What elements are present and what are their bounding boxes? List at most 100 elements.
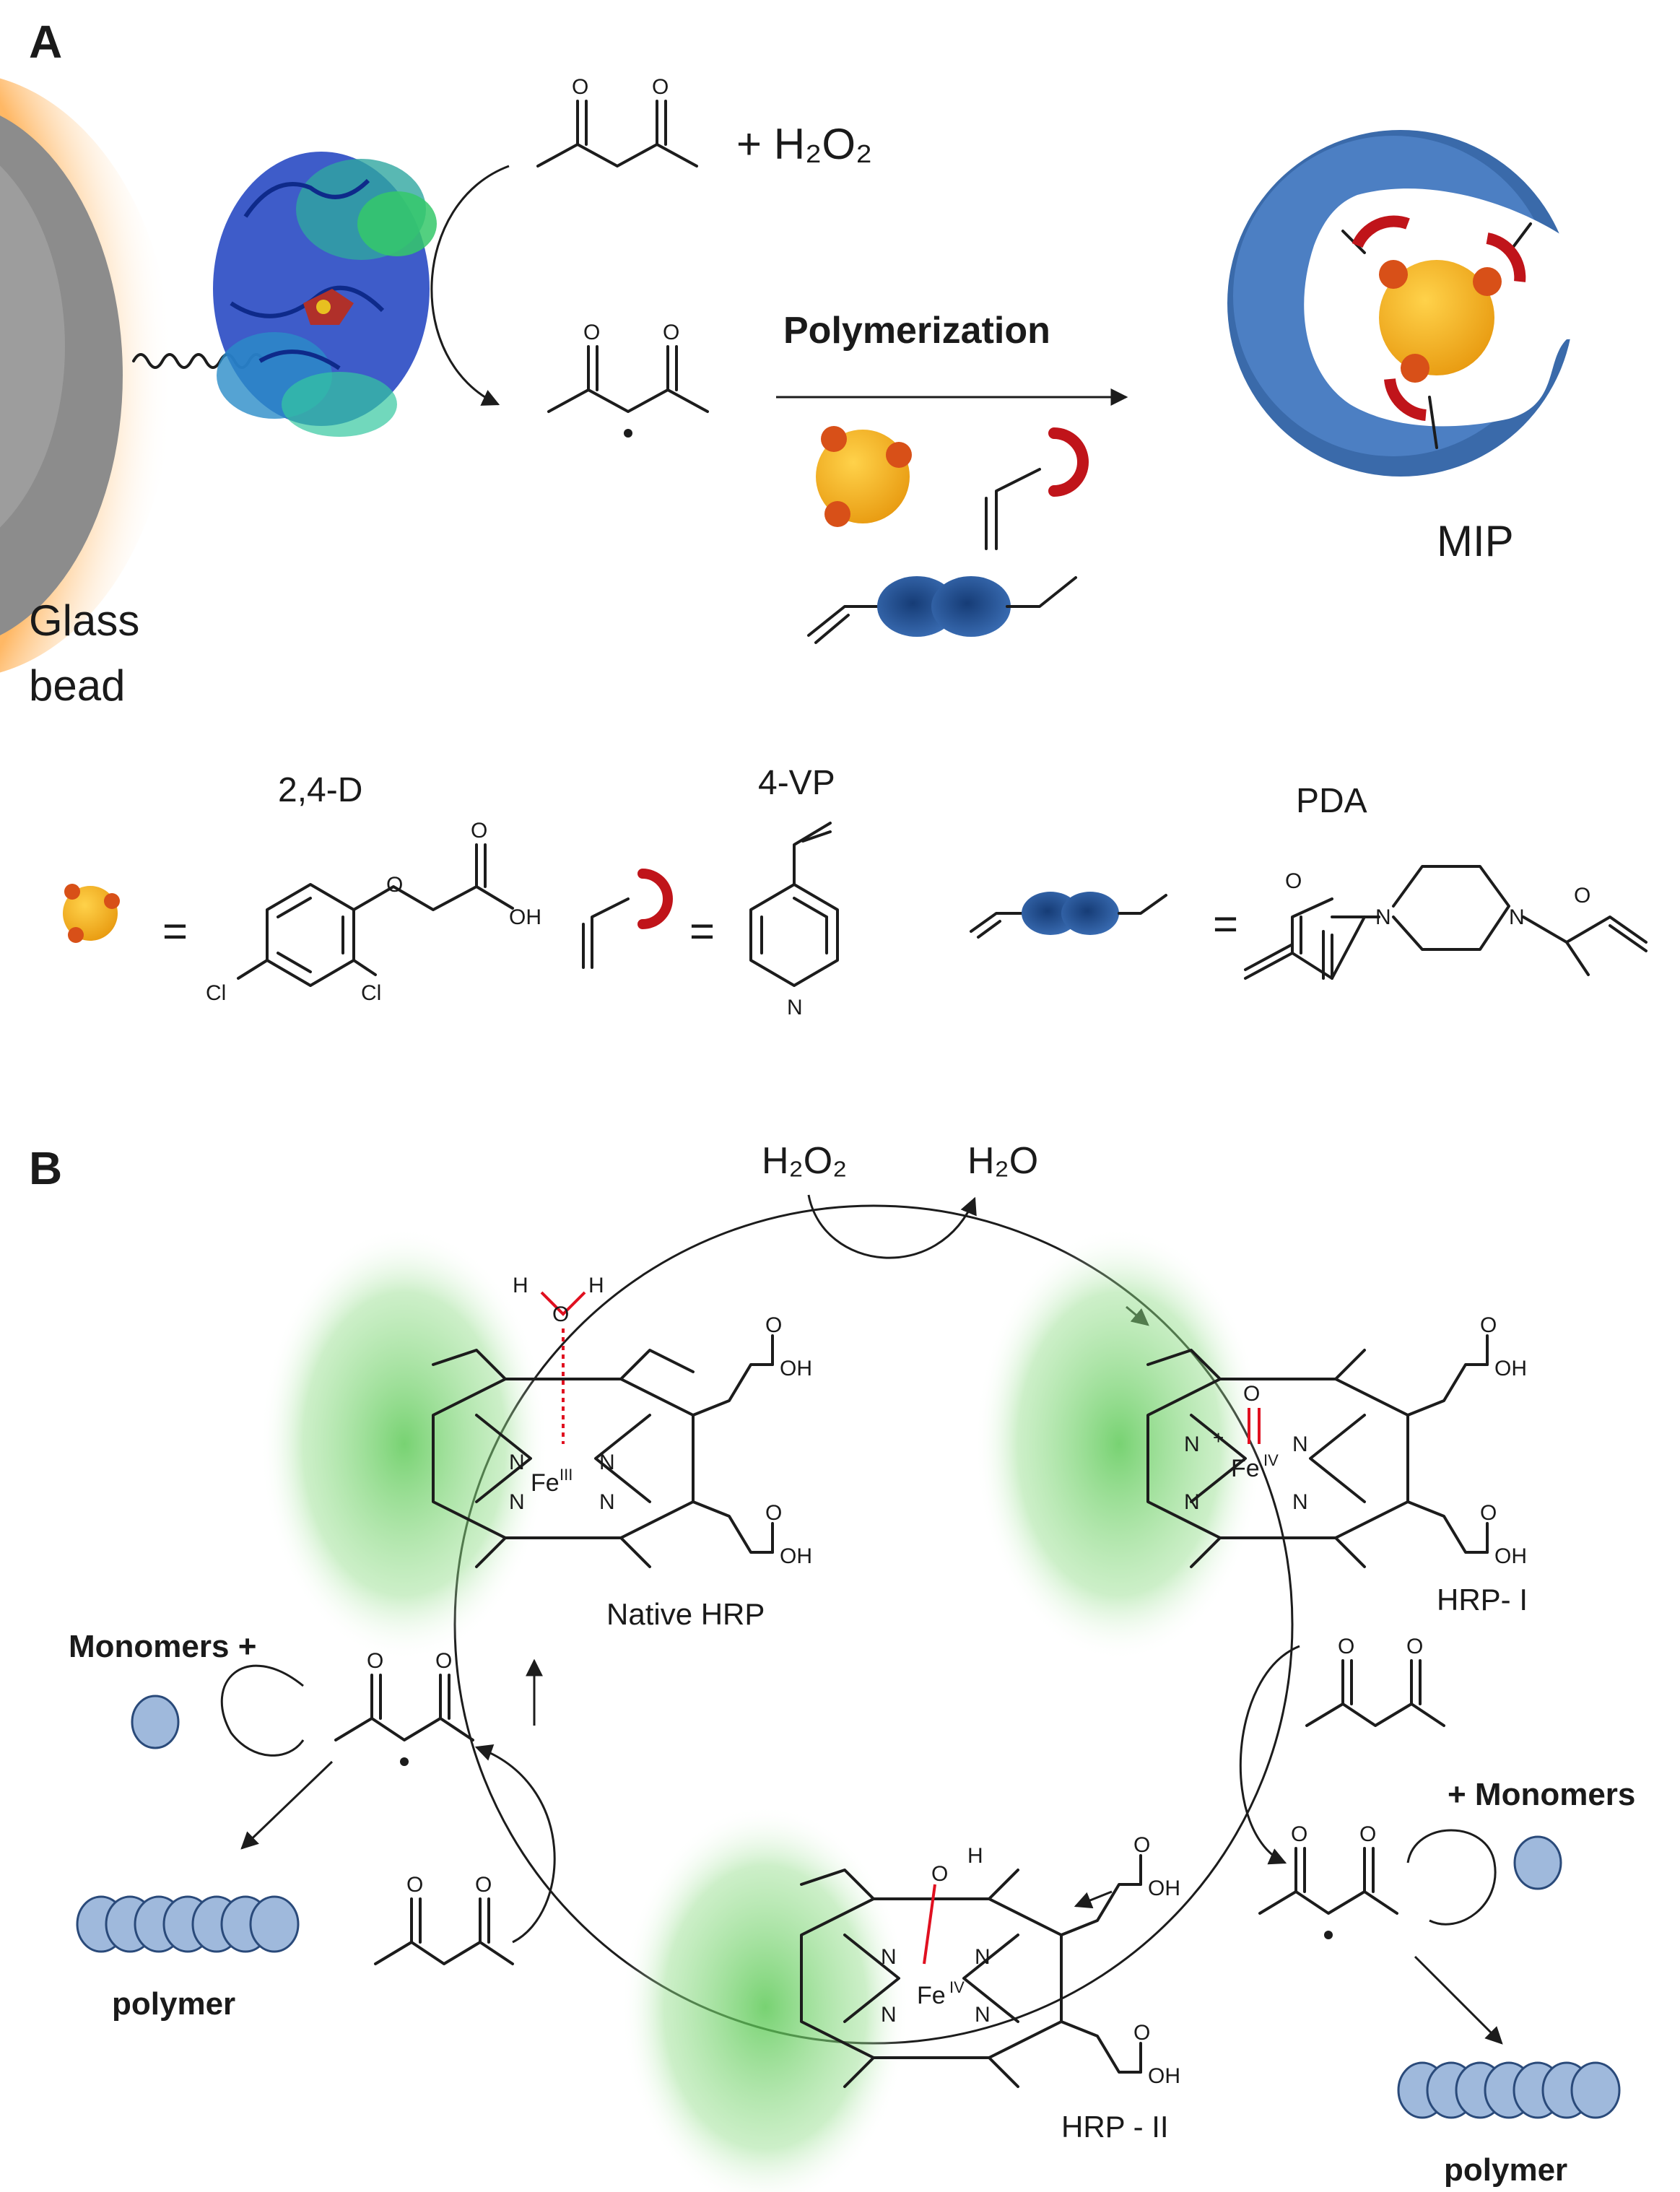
monomers-left-label: Monomers + (69, 1629, 256, 1664)
svg-text:N: N (509, 1451, 525, 1474)
template-name-label: 2,4-D (278, 771, 362, 809)
svg-text:N: N (975, 2003, 991, 2027)
panel-a-letter: A (29, 16, 62, 68)
polymer-left-arrow (240, 1760, 334, 1850)
mip-particle-icon (1227, 130, 1680, 477)
monomer-left-icon (131, 1695, 180, 1749)
polymer-left-chain (76, 1895, 300, 1953)
svg-text:N: N (509, 1490, 525, 1514)
svg-text:H: H (967, 1844, 983, 1868)
svg-text:N: N (1184, 1432, 1200, 1456)
svg-text:O: O (931, 1862, 948, 1886)
equals-2: = (689, 907, 715, 955)
equals-1: = (162, 907, 188, 955)
4-vp-structure: N (749, 822, 839, 1019)
panel-b-letter: B (29, 1142, 62, 1194)
hrp-i-porphyrin: O N + N N N Fe IV O OH O OH (1146, 1313, 1527, 1568)
equals-3: = (1213, 900, 1238, 948)
svg-text:N: N (1292, 1490, 1308, 1514)
hrp-enzyme-icon (213, 152, 437, 437)
svg-text:O: O (1291, 1822, 1307, 1846)
svg-text:IV: IV (1263, 1451, 1279, 1469)
h2o2-consumption-arrow (807, 1194, 977, 1259)
svg-text:OH: OH (509, 905, 541, 929)
template-legend-icon (63, 884, 120, 943)
svg-text:O: O (475, 1873, 492, 1897)
svg-text:O: O (1133, 1833, 1150, 1857)
glass-bead-icon (0, 78, 173, 673)
svg-text:O: O (1285, 869, 1302, 893)
svg-text:Cl: Cl (361, 981, 381, 1005)
svg-text:N: N (1292, 1432, 1308, 1456)
svg-text:+: + (1213, 1427, 1224, 1448)
svg-text:O: O (663, 321, 679, 344)
svg-text:N: N (599, 1490, 615, 1514)
protein-hrp-ii-blob (621, 1805, 910, 2192)
svg-text:Cl: Cl (206, 981, 226, 1005)
svg-text:O: O (367, 1649, 383, 1673)
pda-structure: O N N O (1244, 865, 1648, 980)
svg-text:Fe: Fe (1231, 1455, 1260, 1482)
svg-text:N: N (787, 996, 803, 1019)
svg-text:Fe: Fe (531, 1469, 560, 1497)
svg-text:O: O (572, 75, 588, 99)
mip-label: MIP (1437, 517, 1514, 565)
svg-text:O: O (435, 1649, 452, 1673)
svg-text:OH: OH (780, 1544, 812, 1568)
radical-formation-arrow (430, 165, 510, 406)
svg-text:N: N (599, 1451, 615, 1474)
crosslinker-icon (807, 576, 1077, 644)
acac-substrate-left: O O (374, 1873, 514, 1965)
svg-text:O: O (765, 1501, 782, 1525)
protein-native-blob (260, 1227, 549, 1661)
svg-text:O: O (1133, 2021, 1150, 2045)
native-hrp-porphyrin: N N N N Fe III O H H O OH O OH (432, 1274, 812, 1568)
svg-text:N: N (1509, 905, 1525, 929)
native-hrp-label: Native HRP (606, 1597, 765, 1631)
crosslinker-name-label: PDA (1296, 782, 1367, 820)
hrp-i-label: HRP- I (1437, 1583, 1528, 1617)
svg-text:Fe: Fe (917, 1982, 946, 2009)
svg-text:O: O (386, 873, 403, 897)
functional-monomer-icon (985, 427, 1089, 550)
polymer-left-label: polymer (112, 1986, 235, 2022)
svg-text:H: H (513, 1274, 528, 1297)
template-molecule-icon (816, 426, 912, 527)
svg-text:N: N (975, 1945, 991, 1969)
svg-text:III: III (560, 1466, 573, 1484)
acac-left-oxidation-arrow (474, 1744, 556, 1944)
svg-text:O: O (1243, 1382, 1260, 1406)
svg-text:O: O (1480, 1501, 1497, 1525)
monomer-legend-icon (582, 869, 673, 969)
monomers-right-label: + Monomers (1448, 1777, 1635, 1812)
acac-right-oxidation-arrow (1239, 1645, 1300, 1865)
polymer-right-label: polymer (1444, 2152, 1567, 2188)
svg-text:O: O (652, 75, 669, 99)
svg-text:O: O (1480, 1313, 1497, 1337)
glass-bead-label: Glass (29, 596, 139, 645)
svg-text:N: N (1375, 905, 1391, 929)
svg-text:N: N (881, 1945, 897, 1969)
monomer-name-label: 4-VP (758, 764, 835, 802)
2-4-d-structure: O O OH Cl Cl (206, 819, 541, 1005)
svg-text:O: O (552, 1302, 569, 1326)
svg-text:O: O (1359, 1822, 1376, 1846)
monomer-left-cycle-arrow (220, 1664, 305, 1757)
svg-text:OH: OH (1148, 2064, 1180, 2088)
acetylacetone-radical-a: O O (547, 321, 709, 438)
svg-text:OH: OH (1494, 1357, 1527, 1380)
hrp-ii-label: HRP - II (1061, 2110, 1169, 2144)
h2o2-label-b: H₂O₂ (762, 1140, 847, 1182)
svg-text:N: N (1184, 1490, 1200, 1514)
crosslinker-legend-icon (970, 892, 1167, 939)
svg-text:O: O (1574, 884, 1590, 908)
svg-text:O: O (471, 819, 487, 843)
svg-text:OH: OH (780, 1357, 812, 1380)
monomer-right-icon (1513, 1835, 1562, 1890)
h2o2-label-a: + H₂O₂ (736, 120, 872, 168)
hrp-ii-porphyrin: O H N N N N Fe IV O OH O OH (800, 1833, 1180, 2088)
svg-text:OH: OH (1494, 1544, 1527, 1568)
monomer-right-cycle-arrow (1406, 1829, 1497, 1926)
svg-text:N: N (881, 2003, 897, 2027)
